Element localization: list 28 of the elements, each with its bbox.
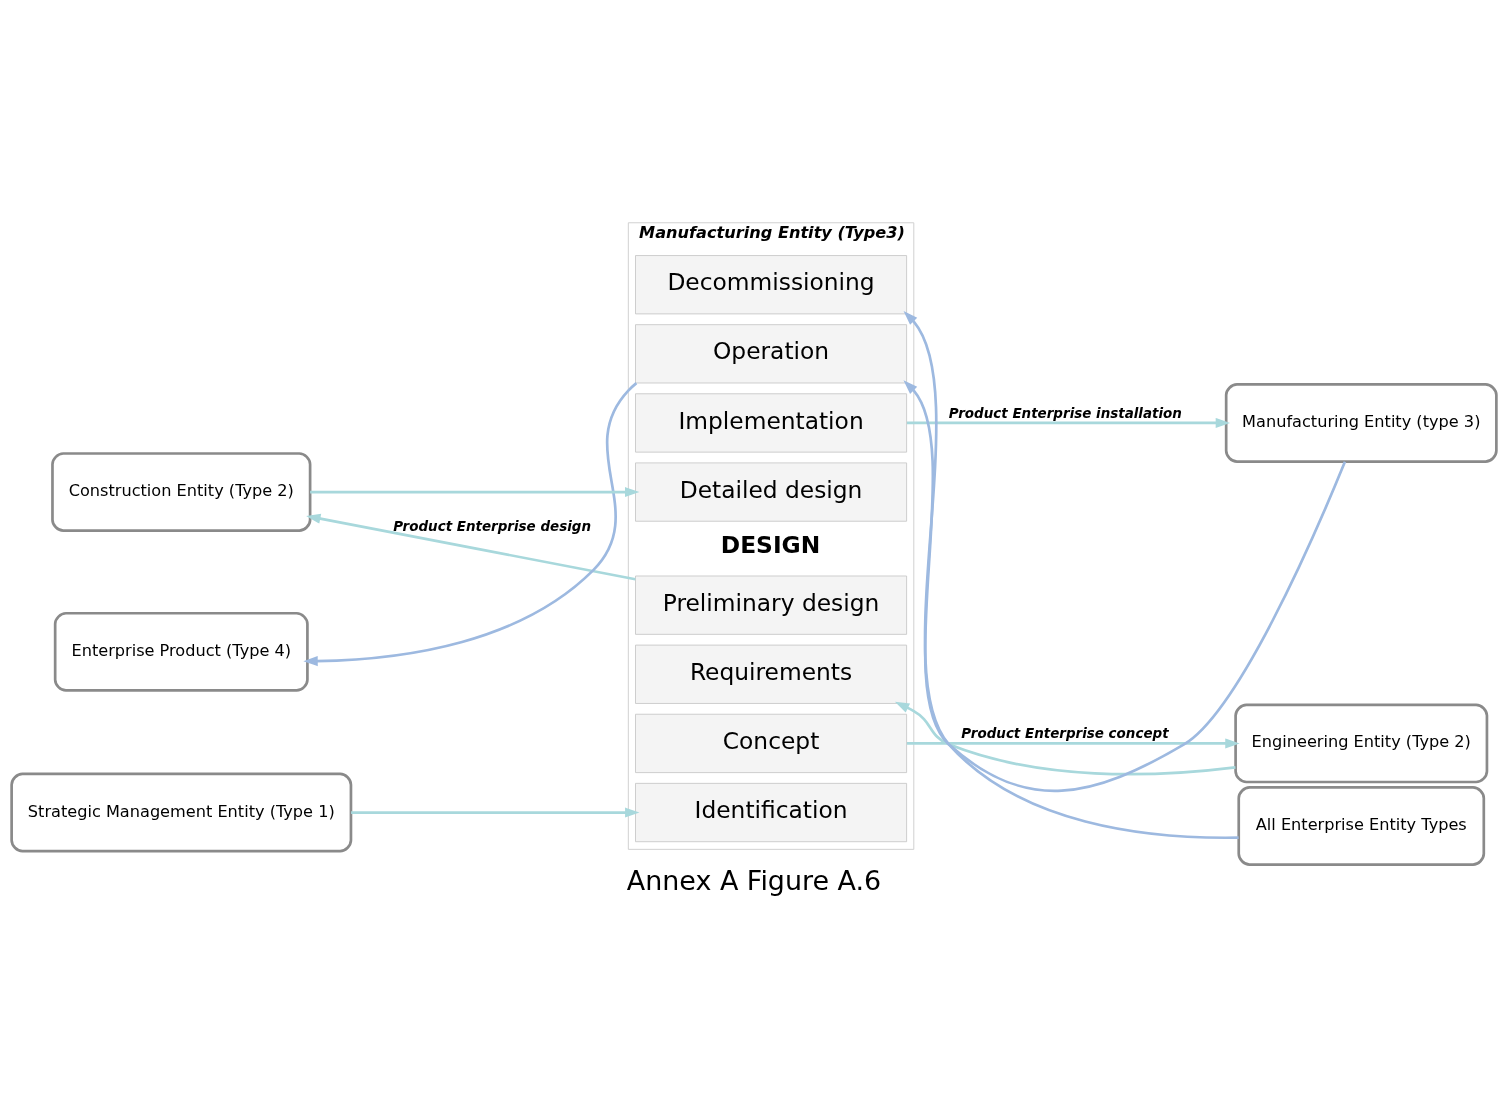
node-box: Concept [635,713,908,774]
arrow [351,807,640,818]
arrow [306,513,636,581]
node-box: Enterprise Product (Type 4) [53,611,309,692]
node-box: Engineering Entity (Type 2) [1234,703,1489,784]
node-box: Construction Entity (Type 2) [51,452,312,532]
arrow [906,738,1240,749]
arrow [906,417,1231,428]
arrow [903,311,1239,839]
edge-label: Product Enterprise concept [961,726,1169,742]
node-box: Preliminary design [635,575,908,635]
node-box: Identification [635,782,908,843]
node-box: Operation [635,324,908,384]
arrow [310,487,640,498]
node-box: All Enterprise Entity Types [1237,786,1486,866]
caption: Annex A Figure A.6 [626,864,882,896]
edge-label: Product Enterprise installation [948,405,1182,421]
node-box: Strategic Management Entity (Type 1) [10,772,353,853]
arrow [903,380,1347,792]
label: DESIGN [720,531,821,560]
arrow [303,382,638,667]
node-box: Implementation [635,393,908,453]
node-box: Requirements [635,644,908,704]
arrow [894,701,1236,776]
node-box: Manufacturing Entity (type 3) [1224,383,1498,463]
node-box: Decommissioning [635,255,908,315]
edge-label: Product Enterprise design [393,518,591,534]
node-box: Detailed design [635,462,908,522]
